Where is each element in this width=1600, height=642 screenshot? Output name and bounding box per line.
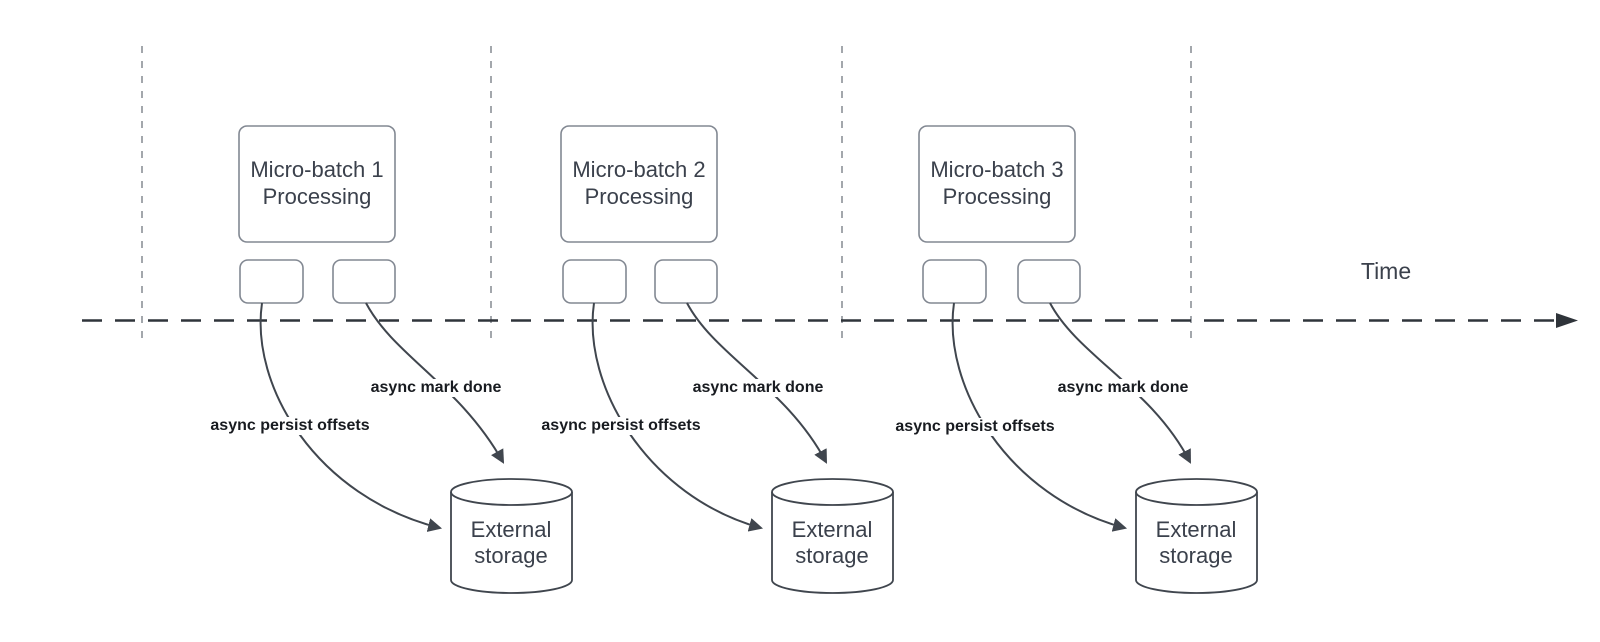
batch-2-offsets-task-box	[562, 259, 627, 304]
batch-2-markdone-task-box	[654, 259, 718, 304]
time-axis-arrowhead-icon	[1556, 313, 1578, 328]
batch-2-persist-offsets-arrow	[591, 302, 764, 532]
external-storage-cylinder-3-rim	[1135, 491, 1258, 506]
batch-3-mark-done-label: async mark done	[1054, 379, 1192, 397]
micro-batch-3-box	[918, 125, 1076, 243]
batch-2-persist-offsets-label: async persist offsets	[538, 417, 704, 435]
batch-2-mark-done-arrow	[686, 302, 827, 464]
batch-3-offsets-task-box	[922, 259, 987, 304]
batch-3-persist-offsets-label: async persist offsets	[892, 418, 1058, 436]
micro-batch-3-label: Micro-batch 3 Processing	[930, 157, 1064, 209]
external-storage-1-label: External storage	[470, 517, 552, 568]
batch-1-mark-done-arrow	[365, 302, 505, 464]
external-storage-cylinder-1-rim	[450, 491, 573, 506]
micro-batch-2-box	[560, 125, 718, 243]
batch-1-mark-done-label: async mark done	[367, 379, 505, 397]
batch-3-persist-offsets-arrow	[951, 302, 1128, 532]
time-axis-label: Time	[1360, 258, 1412, 284]
micro-batch-2-label: Micro-batch 2 Processing	[572, 157, 706, 209]
batch-3-mark-done-arrow	[1049, 302, 1191, 464]
batch-3-markdone-task-box	[1017, 259, 1081, 304]
micro-batch-1-label: Micro-batch 1 Processing	[250, 157, 384, 209]
batch-1-persist-offsets-arrow	[259, 302, 443, 532]
micro-batch-1-box	[238, 125, 396, 243]
batch-2-mark-done-label: async mark done	[689, 379, 827, 397]
batch-1-offsets-task-box	[239, 259, 304, 304]
batch-1-persist-offsets-label: async persist offsets	[207, 417, 373, 435]
external-storage-2-label: External storage	[791, 517, 873, 568]
external-storage-cylinder-2-rim	[771, 491, 894, 506]
external-storage-3-label: External storage	[1155, 517, 1237, 568]
batch-1-markdone-task-box	[332, 259, 396, 304]
